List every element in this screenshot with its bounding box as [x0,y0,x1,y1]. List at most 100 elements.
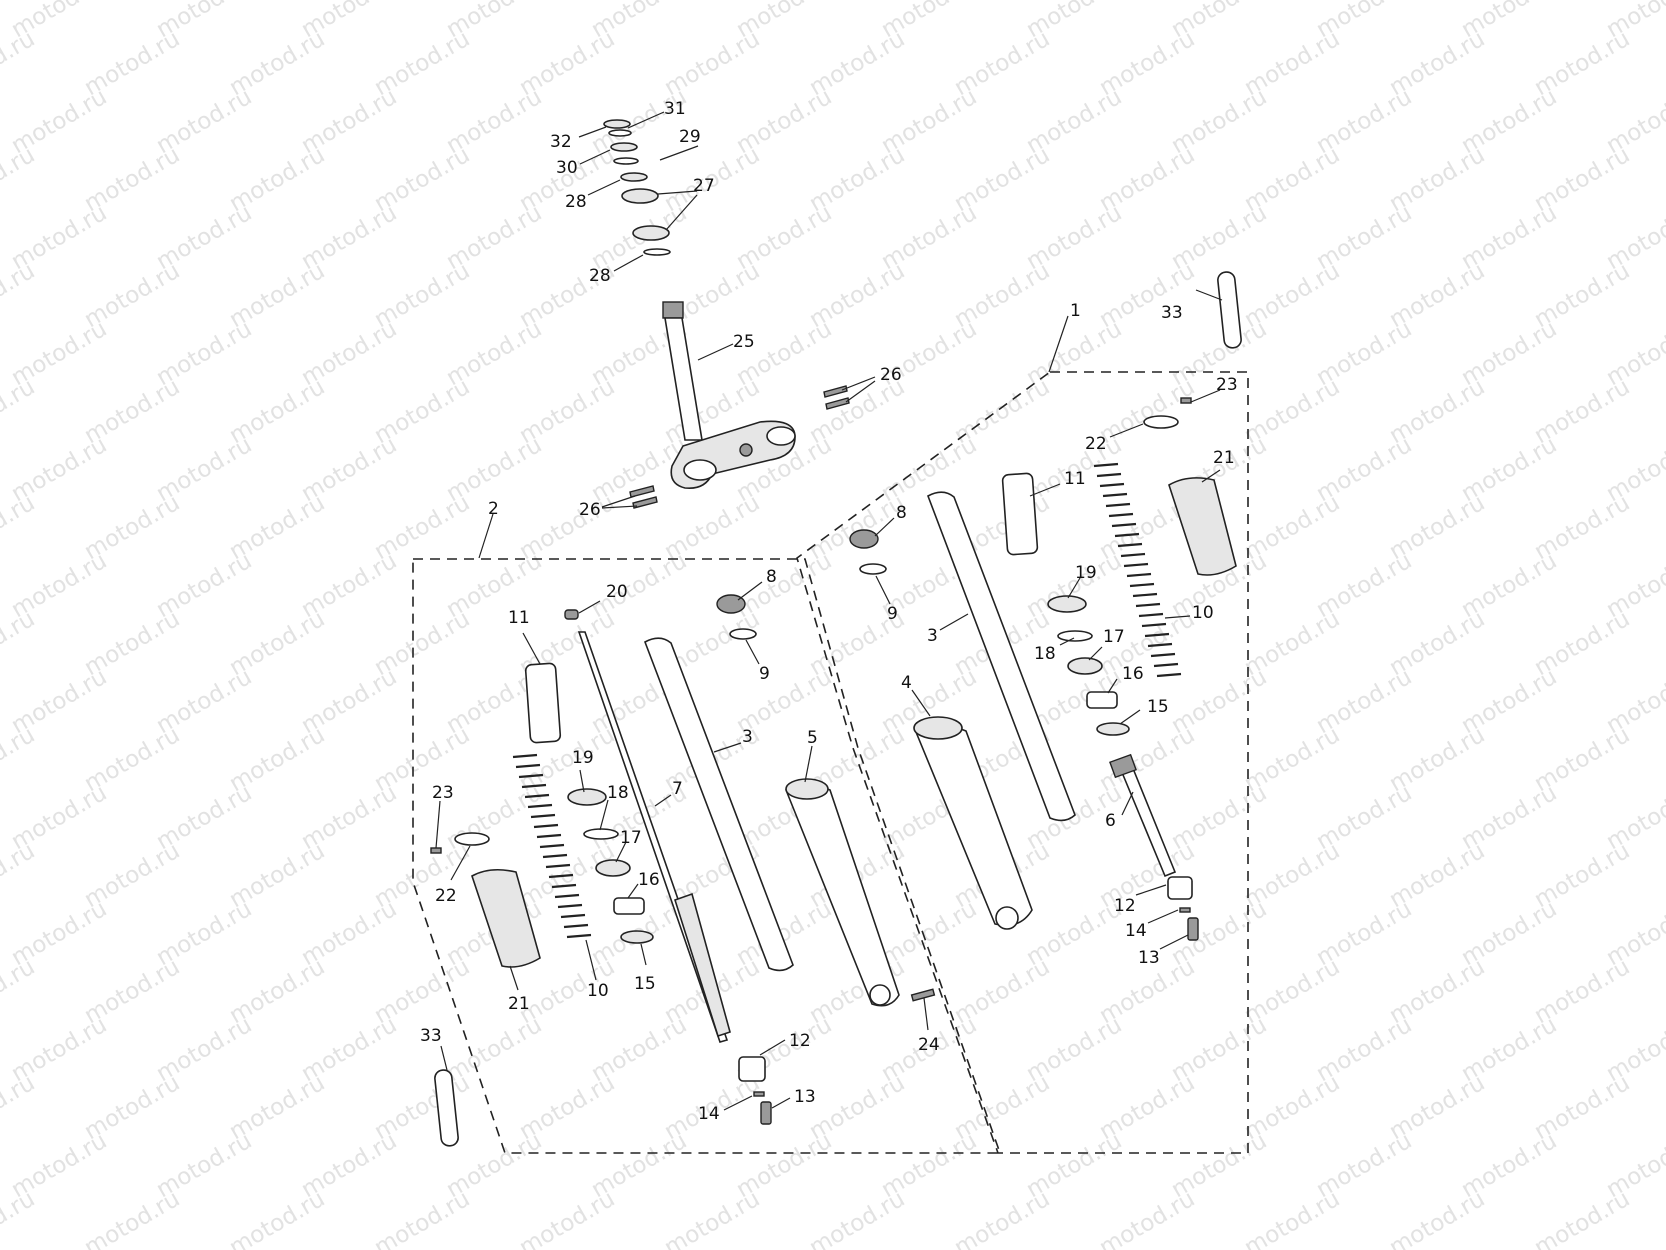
callout-14-right: 14 [1125,921,1147,941]
leader-lines [435,111,1223,1111]
callout-22-right: 22 [1085,434,1107,454]
watermark-text: motod.ru [1530,1186,1634,1250]
part-9-left [729,628,757,640]
leader [939,613,969,631]
part-18-right [1057,630,1093,642]
kit-outlines [412,371,1249,1154]
callout-33-left: 33 [420,1026,442,1046]
leader [1121,791,1134,816]
leader [1029,483,1061,497]
callout-20: 20 [606,582,628,602]
callout-13-left: 13 [794,1087,816,1107]
leader [627,883,639,899]
leader [627,111,665,129]
callout-30: 30 [556,158,578,178]
callout-21-left: 21 [508,994,530,1014]
callout-12-right: 12 [1114,896,1136,916]
yoke-bolts [629,385,850,509]
leader [1159,934,1189,950]
leader [1088,646,1103,661]
leader [665,194,698,231]
callout-31: 31 [664,99,686,119]
leader [841,376,876,391]
leader [613,254,644,272]
part-15-left [620,930,654,944]
callout-11-right: 11 [1064,469,1086,489]
callout-8-left: 8 [766,567,777,587]
caps [434,271,1242,1147]
part-17-right [1067,657,1103,675]
callout-9-right: 9 [887,604,898,624]
part-15-right [1096,722,1130,736]
part-19-right [1047,595,1087,613]
right-fork-parts [849,397,1237,941]
callout-32: 32 [550,132,572,152]
callout-17-left: 17 [620,828,642,848]
callout-21-right: 21 [1213,448,1235,468]
leader [1195,289,1223,301]
leader [1190,389,1221,403]
leader [640,943,647,966]
stem-thread [662,301,684,319]
part-26-a [823,385,848,398]
callout-14-left: 14 [698,1104,720,1124]
callout-6: 6 [1105,811,1116,831]
watermark-text: motod.ru [1385,1186,1489,1250]
leader [509,965,519,991]
leader [657,190,698,195]
leader [771,1097,791,1109]
leader [450,845,471,881]
leader [1135,884,1167,896]
part-28-lower [643,248,671,256]
callout-15-left: 15 [634,974,656,994]
leader [923,997,929,1031]
leader [875,575,891,605]
callout-labels: 1 2 3 3 4 5 6 7 8 8 9 9 10 10 11 11 12 1… [420,99,1238,1124]
yoke-clamp-right [766,426,796,446]
callout-23-left: 23 [432,783,454,803]
leader [478,513,494,559]
callout-28-upper: 28 [565,192,587,212]
callout-3-right: 3 [927,626,938,646]
callout-16-left: 16 [638,870,660,890]
part-4-axle-boss [995,906,1019,930]
watermark-text: motod.ru [0,142,39,217]
steering-stem [662,301,796,490]
watermark-text: motod.ru [0,954,39,1029]
callout-17-right: 17 [1103,627,1125,647]
leader [723,1095,753,1111]
watermark-text: motod.ru [1240,1186,1344,1250]
kit-outline-right [796,371,1249,1154]
leader [1201,469,1221,483]
callout-24: 24 [918,1035,940,1055]
part-33-right [1217,271,1242,349]
leader [713,742,742,753]
leader [435,800,441,849]
leader [804,745,813,783]
leader [522,632,541,665]
leader [440,1045,448,1071]
leader [599,799,609,831]
callout-28-lower: 28 [589,266,611,286]
callout-12-left: 12 [789,1031,811,1051]
leader [601,495,636,508]
leader [1109,423,1144,438]
leader [1059,637,1075,646]
watermark-text: motod.ru [805,1186,909,1250]
watermark-text: motod.ru [660,1186,764,1250]
callout-2: 2 [488,499,499,519]
leader [1048,315,1069,373]
callout-7: 7 [672,779,683,799]
part-9-right [859,563,887,575]
callout-18-left: 18 [607,783,629,803]
part-5-axle-boss [869,984,891,1006]
callout-29: 29 [679,127,701,147]
leader [759,1039,786,1056]
part-16-right [1086,691,1118,709]
leader [1067,577,1081,599]
part-31 [608,129,632,137]
part-3-right [927,491,1076,822]
callout-9-left: 9 [759,664,770,684]
watermark-text: motod.ru [950,1186,1054,1250]
